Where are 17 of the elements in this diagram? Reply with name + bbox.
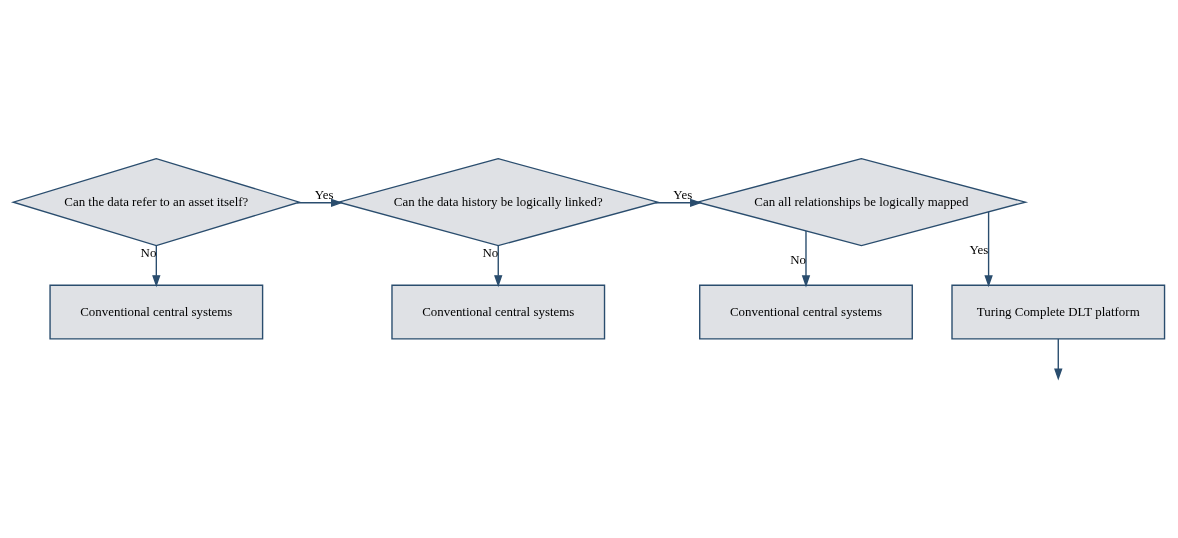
node-box: Conventional central systems bbox=[699, 284, 913, 340]
arrow bbox=[296, 198, 344, 207]
edge-label: Yes bbox=[314, 187, 334, 203]
arrow bbox=[494, 244, 503, 288]
node-box: Conventional central systems bbox=[391, 284, 606, 340]
edge-label: Yes bbox=[673, 187, 693, 203]
arrow bbox=[801, 230, 811, 288]
node-box: Conventional central systems bbox=[49, 284, 264, 340]
node-diamond: Can the data refer to an asset itself? bbox=[10, 157, 302, 247]
node-diamond: Can the data history be logically linked? bbox=[336, 157, 661, 247]
node-box: Turing Complete DLT platform bbox=[951, 284, 1166, 340]
arrow bbox=[1054, 338, 1063, 381]
arrow bbox=[152, 244, 161, 288]
edge-label: No bbox=[140, 245, 157, 261]
arrow bbox=[654, 198, 703, 207]
edge-label: No bbox=[482, 245, 499, 261]
arrow bbox=[984, 211, 993, 288]
